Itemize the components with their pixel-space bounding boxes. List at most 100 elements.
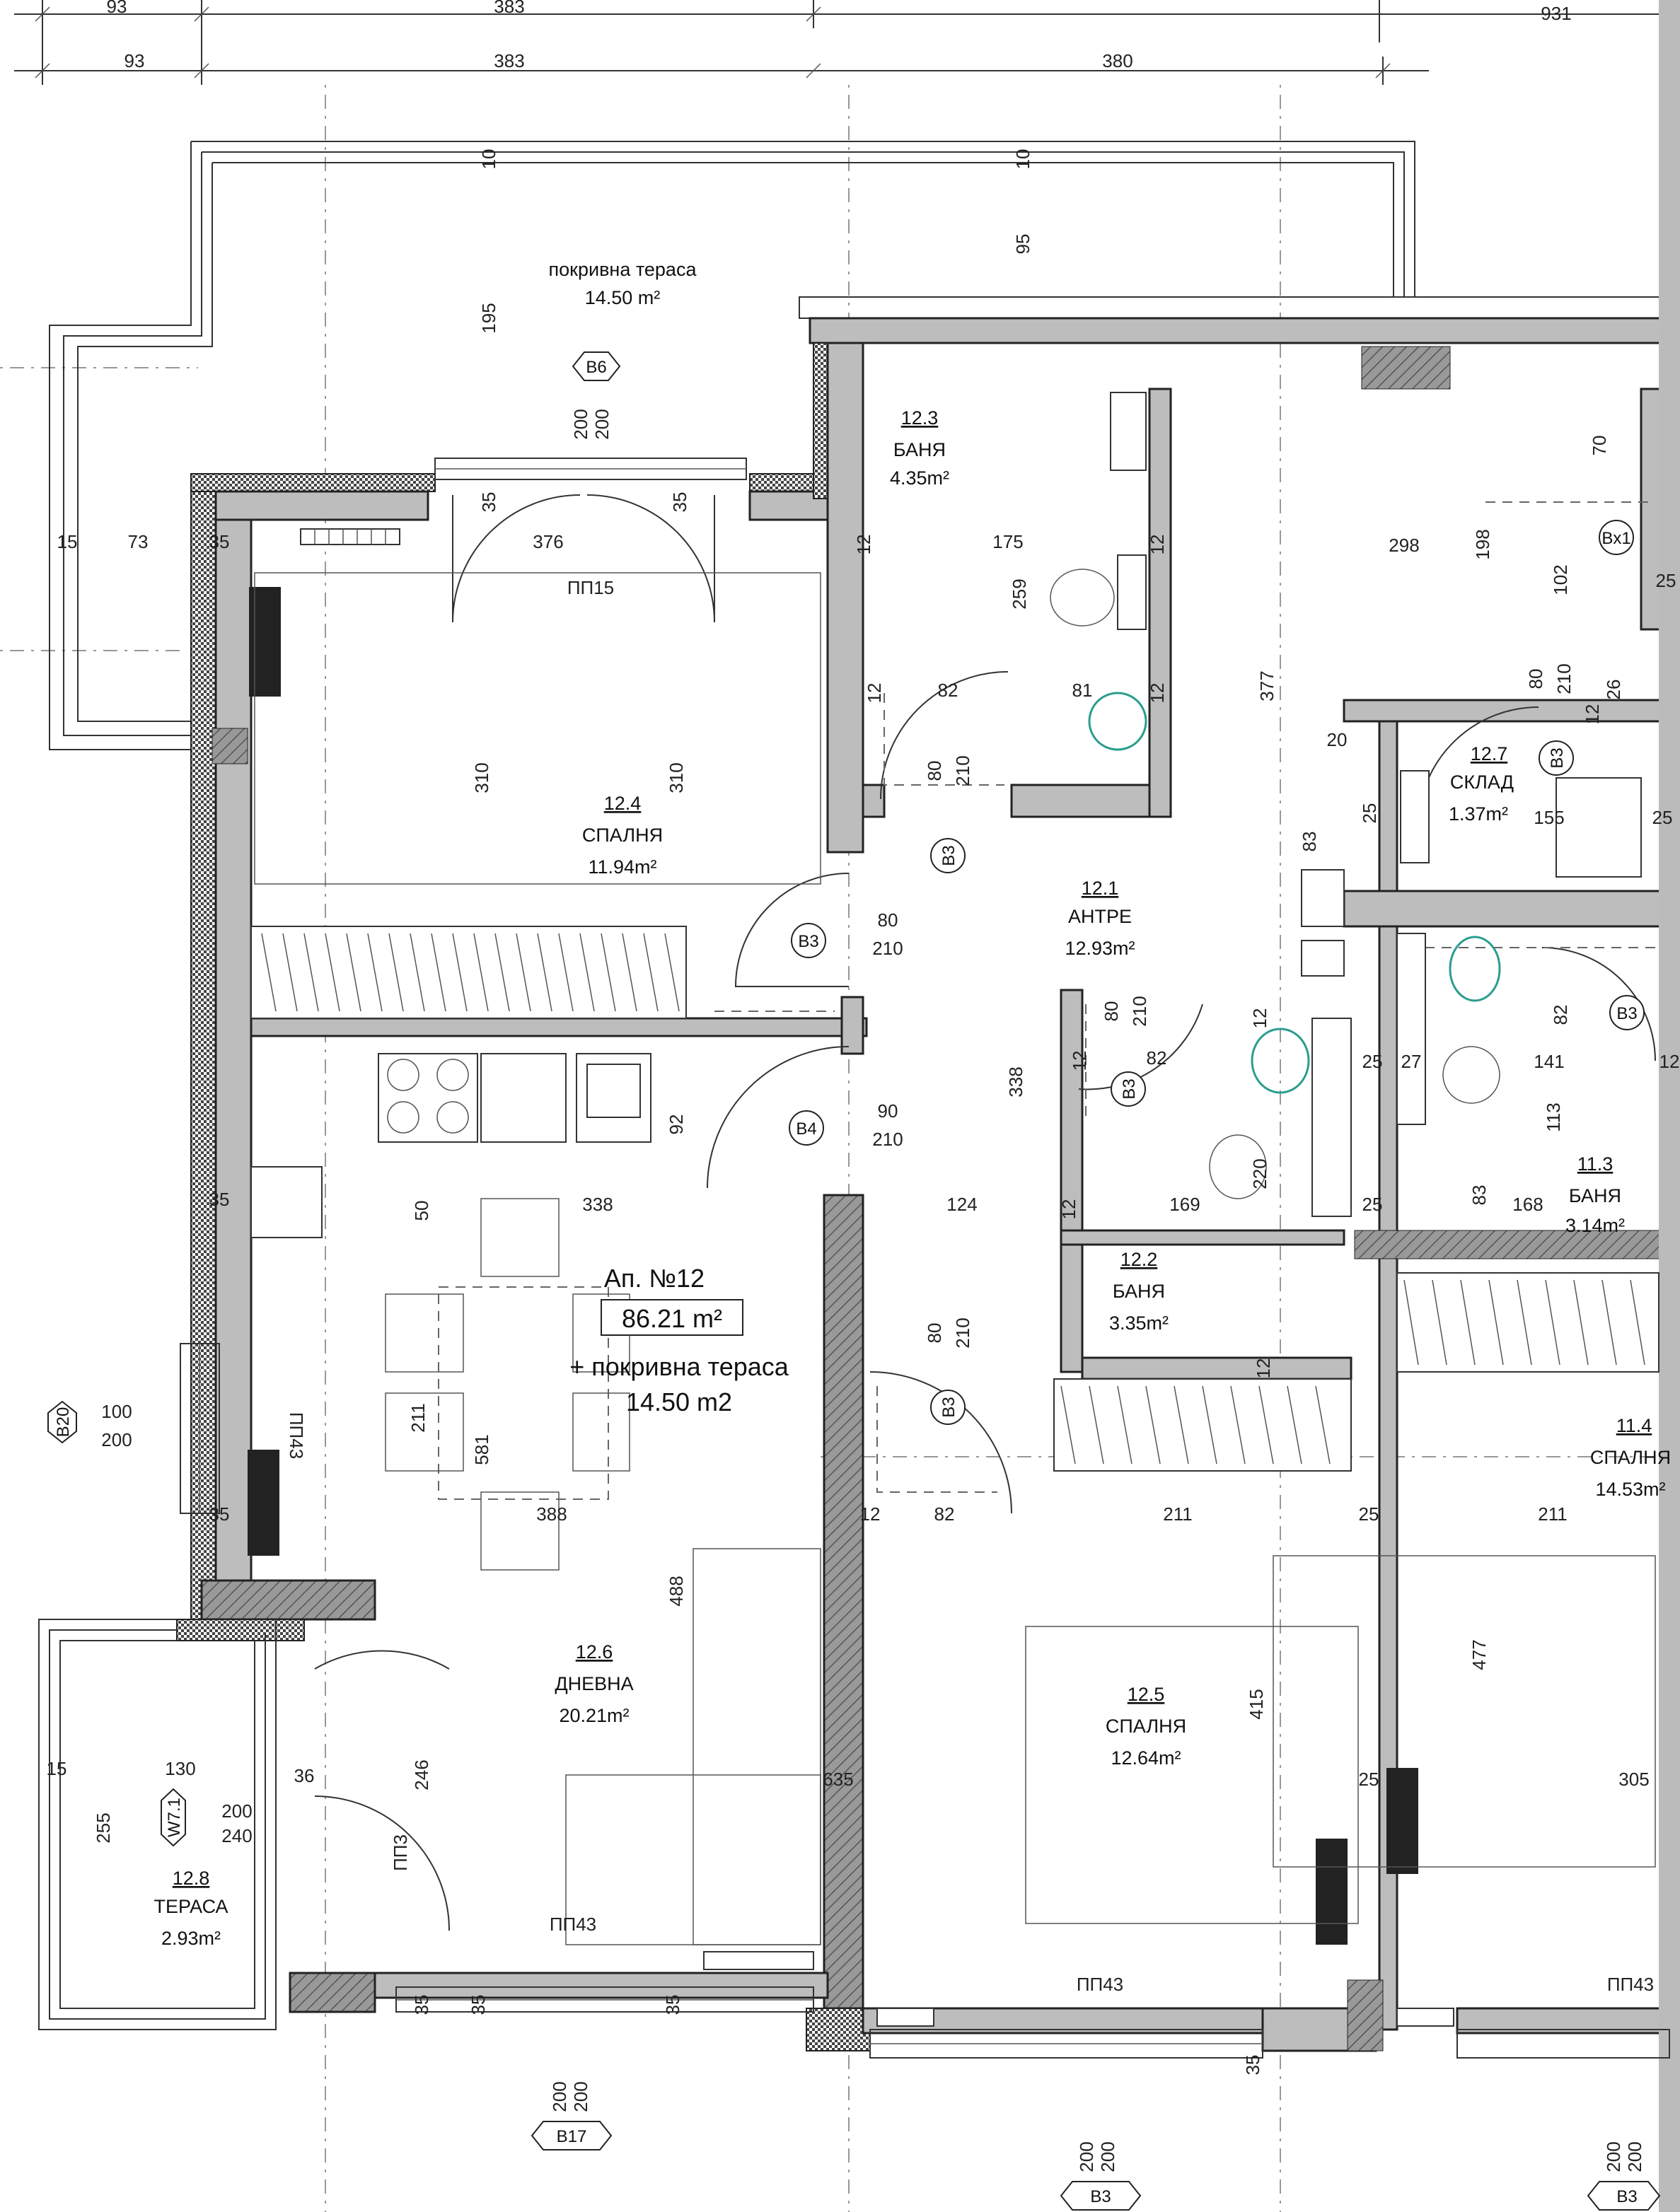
svg-text:B3: B3 <box>1548 747 1567 768</box>
svg-text:200: 200 <box>1076 2141 1097 2172</box>
windows <box>180 458 1670 2059</box>
svg-text:155: 155 <box>1534 807 1564 828</box>
room-name: БАНЯ <box>893 439 946 460</box>
dim-label: 93 <box>124 50 145 71</box>
room-area: 14.53m² <box>1595 1479 1665 1500</box>
svg-text:210: 210 <box>872 938 903 959</box>
svg-text:B3: B3 <box>1616 2187 1637 2206</box>
svg-text:B6: B6 <box>586 358 606 377</box>
svg-text:211: 211 <box>1538 1503 1567 1525</box>
svg-text:376: 376 <box>533 531 563 552</box>
svg-text:12: 12 <box>1659 1051 1680 1072</box>
room-area: 12.64m² <box>1111 1747 1181 1769</box>
room-12-6: 12.6 ДНЕВНА 20.21m² <box>555 1641 633 1726</box>
svg-text:83: 83 <box>1299 832 1320 852</box>
svg-text:B3: B3 <box>1090 2187 1111 2206</box>
svg-text:35: 35 <box>1242 2055 1263 2076</box>
room-area: 1.37m² <box>1449 803 1508 825</box>
svg-text:305: 305 <box>1618 1769 1649 1790</box>
svg-text:175: 175 <box>992 531 1023 552</box>
svg-text:ПП43: ПП43 <box>286 1412 307 1459</box>
svg-text:ПП43: ПП43 <box>1607 1974 1654 1995</box>
dashed-openings <box>714 501 1655 1493</box>
svg-text:50: 50 <box>411 1201 432 1221</box>
room-number: 12.4 <box>604 793 642 814</box>
svg-text:25: 25 <box>1359 803 1380 824</box>
tag-w71: W7.1 <box>161 1788 186 1847</box>
svg-text:80: 80 <box>924 1323 945 1344</box>
svg-text:259: 259 <box>1009 578 1030 609</box>
svg-text:B3: B3 <box>939 1397 958 1417</box>
svg-text:80: 80 <box>1101 1001 1122 1022</box>
svg-text:35: 35 <box>209 1189 230 1210</box>
roof-terrace-name: покривна тераса <box>549 259 697 280</box>
room-number: 12.6 <box>576 1641 613 1663</box>
wardrobes <box>250 926 1659 1472</box>
interior-dimensions: 15 73 35 35 376 ПП15 35 175 12 12 259 29… <box>47 436 1680 2172</box>
svg-text:35: 35 <box>478 492 499 513</box>
svg-text:168: 168 <box>1512 1194 1543 1215</box>
svg-text:35: 35 <box>209 531 230 552</box>
svg-text:70: 70 <box>1589 436 1610 456</box>
svg-text:210: 210 <box>872 1129 903 1150</box>
dim-label: 383 <box>494 0 524 17</box>
tag-b3: B3 <box>791 923 826 958</box>
svg-text:130: 130 <box>165 1758 195 1779</box>
room-name: СКЛАД <box>1450 772 1514 793</box>
svg-text:210: 210 <box>952 755 973 786</box>
tag-b3: B3 <box>1111 1071 1146 1107</box>
svg-text:169: 169 <box>1169 1194 1200 1215</box>
svg-text:477: 477 <box>1468 1639 1490 1670</box>
tag-b3: B3 <box>1609 995 1645 1030</box>
room-name: СПАЛНЯ <box>1106 1716 1186 1737</box>
svg-text:25: 25 <box>1362 1051 1383 1072</box>
svg-text:246: 246 <box>411 1759 432 1790</box>
svg-text:90: 90 <box>878 1100 898 1122</box>
svg-text:Bx1: Bx1 <box>1601 529 1630 548</box>
svg-text:81: 81 <box>1072 680 1093 701</box>
tag-b3: B3 <box>1539 740 1574 776</box>
room-number: 12.3 <box>901 407 939 429</box>
bath-fixtures <box>1050 392 1642 1217</box>
svg-text:113: 113 <box>1543 1102 1564 1131</box>
svg-text:220: 220 <box>1249 1158 1270 1189</box>
svg-text:635: 635 <box>823 1769 853 1790</box>
tag-b17: B17 <box>531 2121 613 2150</box>
svg-text:211: 211 <box>407 1403 429 1432</box>
svg-text:80: 80 <box>878 909 898 931</box>
svg-text:338: 338 <box>1005 1066 1026 1097</box>
svg-text:B3: B3 <box>1616 1004 1637 1023</box>
svg-text:141: 141 <box>1534 1051 1564 1072</box>
svg-text:12: 12 <box>1249 1008 1270 1029</box>
svg-text:310: 310 <box>471 762 492 793</box>
svg-text:210: 210 <box>1129 996 1150 1026</box>
dim-label: 931 <box>1541 3 1571 24</box>
room-12-1: 12.1 АНТРЕ 12.93m² <box>1065 878 1135 959</box>
sofa <box>565 1548 821 1945</box>
room-area: 4.35m² <box>890 467 949 489</box>
tag-b3: B3 <box>1060 2181 1142 2211</box>
room-number: 12.7 <box>1471 743 1508 764</box>
room-name: БАНЯ <box>1113 1281 1165 1302</box>
room-number: 12.5 <box>1128 1684 1165 1705</box>
svg-text:92: 92 <box>666 1114 687 1135</box>
svg-text:15: 15 <box>47 1758 67 1779</box>
apartment-extra-area: 14.50 m2 <box>626 1387 732 1416</box>
svg-text:B3: B3 <box>939 845 958 866</box>
roof-terrace-outline <box>49 141 1415 750</box>
svg-text:ПП15: ПП15 <box>567 577 614 598</box>
svg-text:15: 15 <box>57 531 78 552</box>
room-name: СПАЛНЯ <box>1590 1447 1671 1468</box>
svg-text:W7.1: W7.1 <box>165 1798 184 1837</box>
room-number: 11.4 <box>1616 1415 1652 1436</box>
svg-text:80: 80 <box>1525 669 1546 689</box>
room-number: 11.3 <box>1577 1153 1614 1175</box>
room-area: 2.93m² <box>161 1928 221 1949</box>
svg-text:B20: B20 <box>54 1407 73 1438</box>
svg-text:200: 200 <box>101 1429 132 1450</box>
apartment-summary: Ап. №12 86.21 m² + покривна тераса 14.50… <box>569 1264 789 1416</box>
svg-text:27: 27 <box>1401 1051 1422 1072</box>
svg-text:388: 388 <box>536 1503 567 1525</box>
room-number: 12.8 <box>173 1868 210 1889</box>
door-swings <box>314 494 1656 1931</box>
